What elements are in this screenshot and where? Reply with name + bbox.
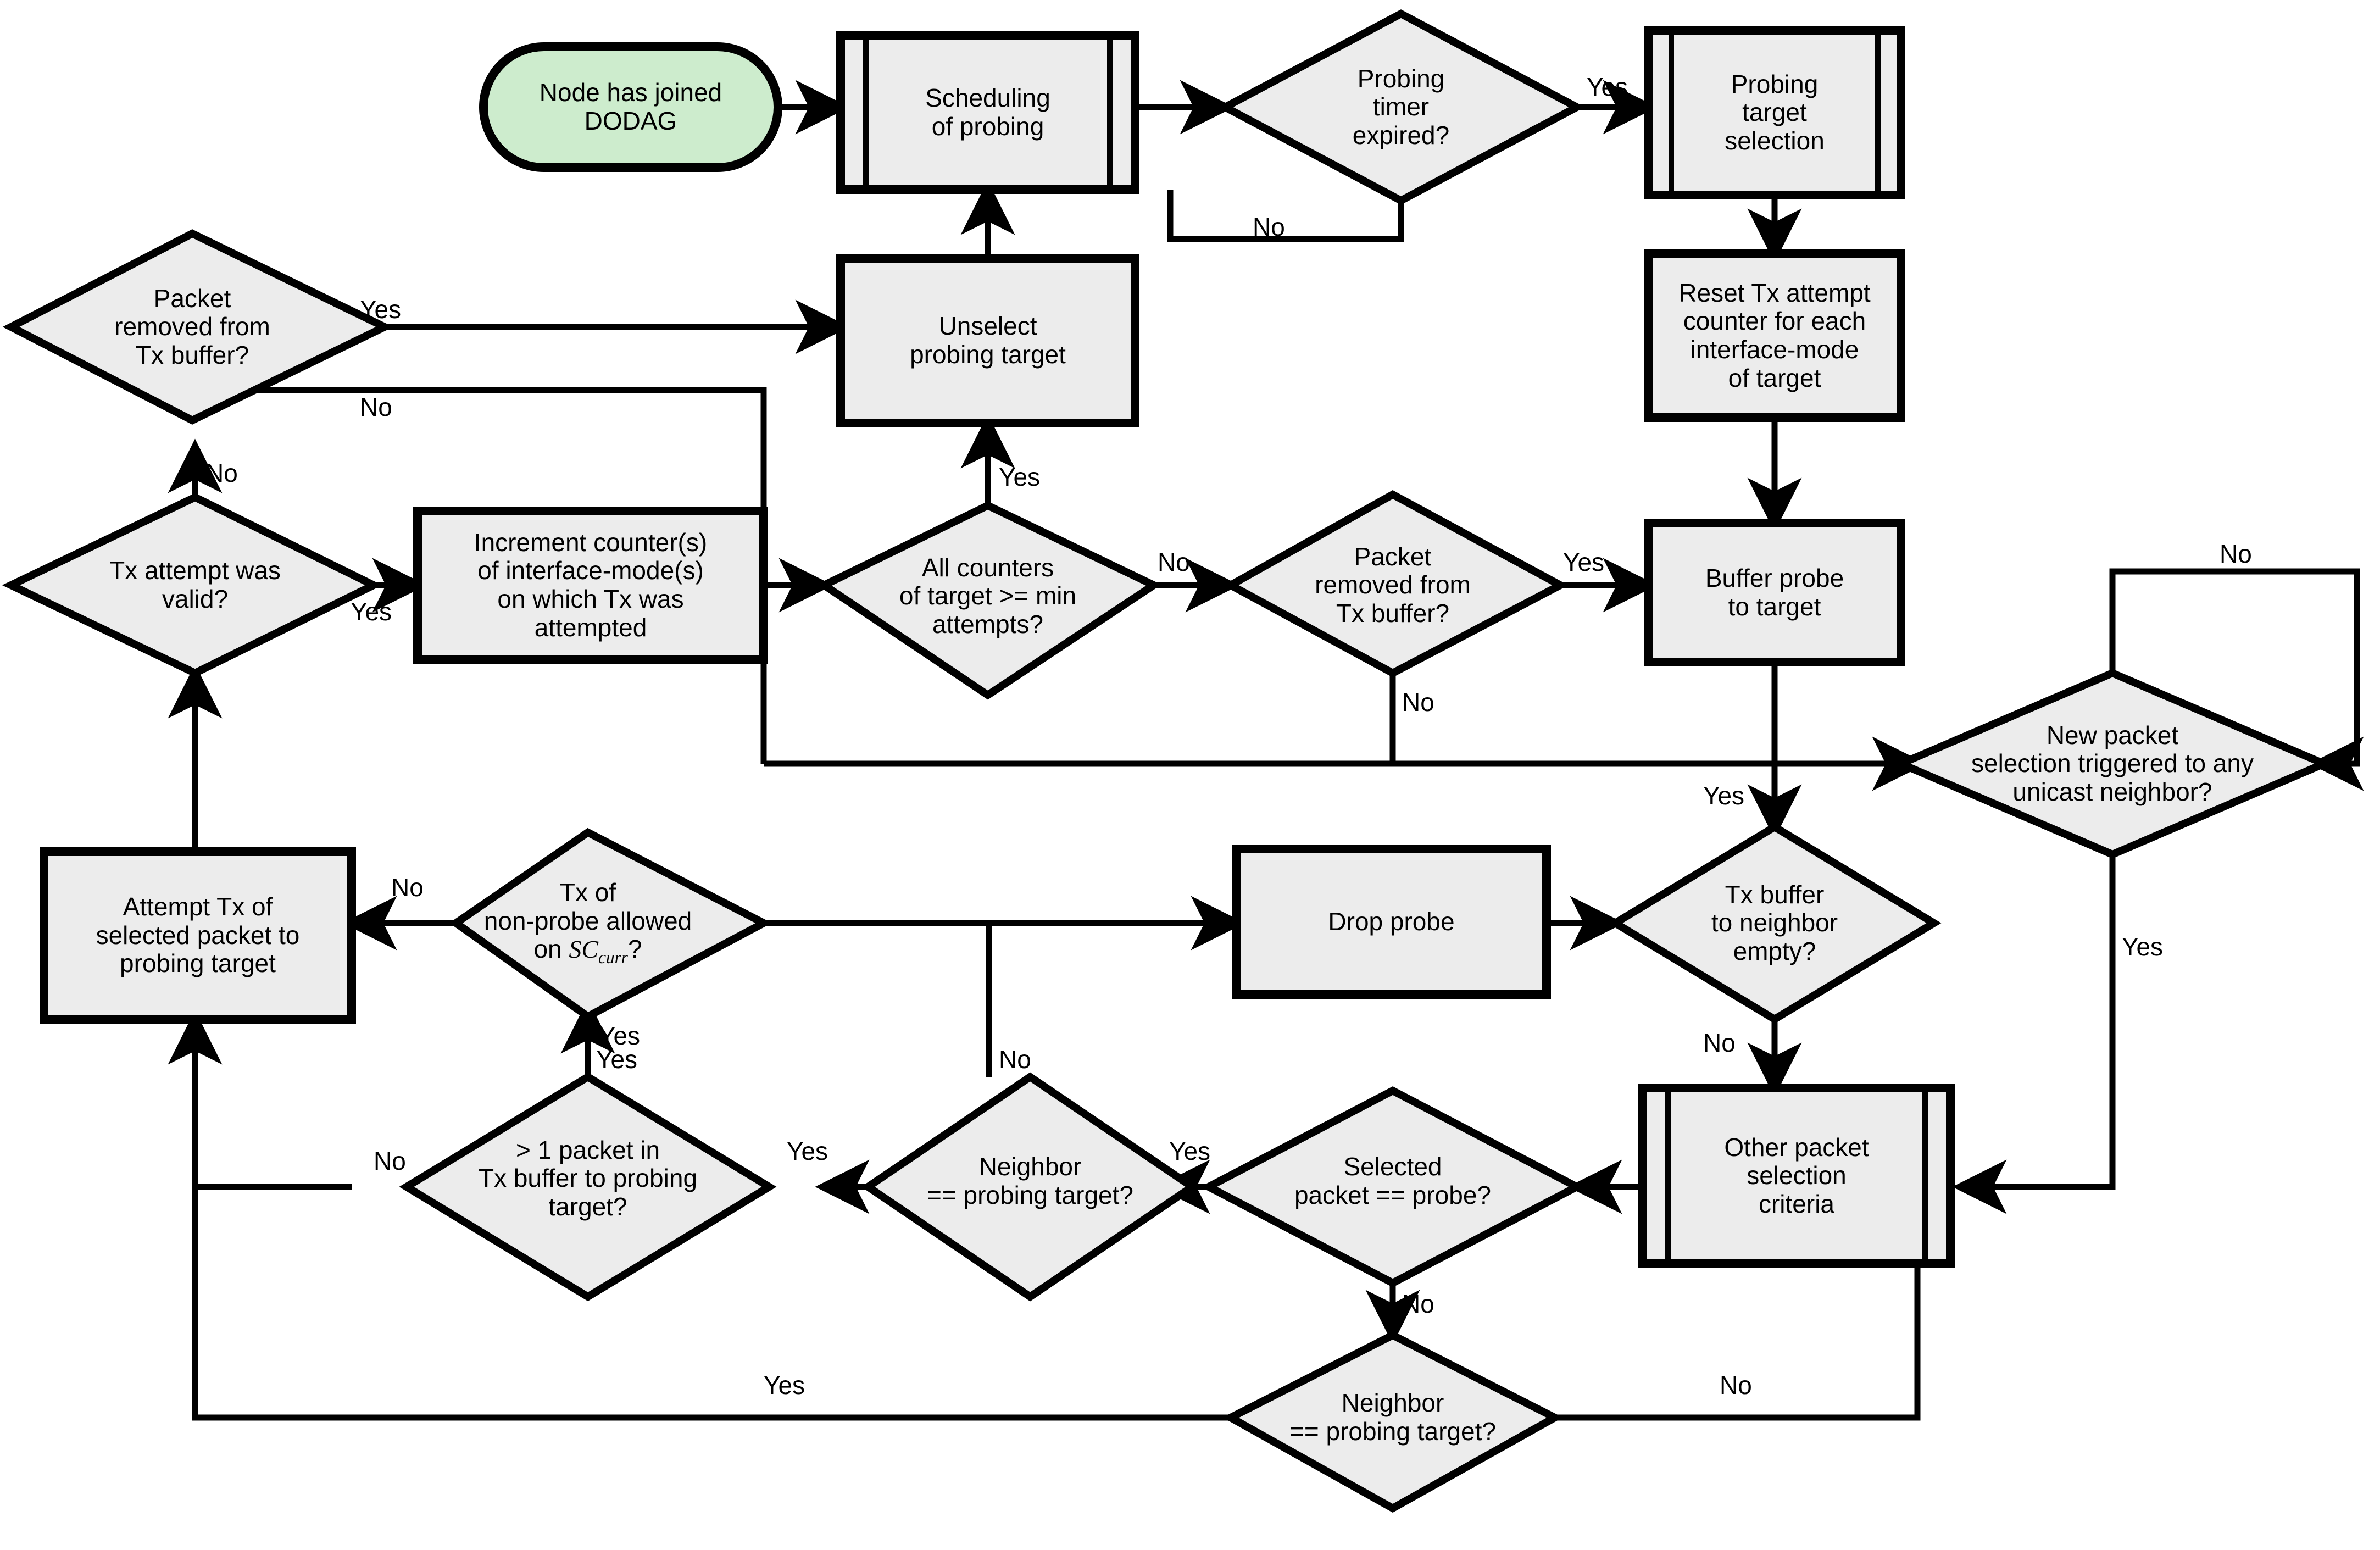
- node-new-packet-selection: [1891, 669, 2334, 859]
- node-buffer-probe: [1644, 519, 1905, 666]
- node-packet-removed-mid: [1222, 490, 1569, 677]
- node-reset-counter: [1644, 249, 1905, 422]
- node-attempt-tx: [40, 847, 356, 1024]
- node-more-than-one-packet: [399, 1072, 777, 1302]
- node-tx-nonprobe-allowed: [449, 827, 772, 1021]
- node-drop-probe: [1232, 845, 1551, 999]
- node-probing-timer: [1217, 9, 1585, 205]
- node-layer: [2, 9, 2334, 1513]
- node-unselect-target: [836, 254, 1139, 427]
- node-packet-removed-top: [2, 229, 394, 425]
- node-neighbor-eq-target-bottom: [1222, 1331, 1563, 1513]
- node-increment-counters: [413, 507, 768, 664]
- node-all-counters: [816, 501, 1162, 700]
- node-scheduling: [836, 31, 1139, 194]
- node-tx-attempt-valid: [2, 493, 382, 677]
- node-neighbor-eq-target-mid: [861, 1072, 1199, 1302]
- node-tx-buffer-empty: [1608, 822, 1942, 1024]
- node-selected-packet-probe: [1200, 1086, 1586, 1287]
- node-start: [479, 42, 782, 172]
- node-probing-target-selection: [1644, 26, 1905, 199]
- node-other-criteria: [1638, 1084, 1955, 1268]
